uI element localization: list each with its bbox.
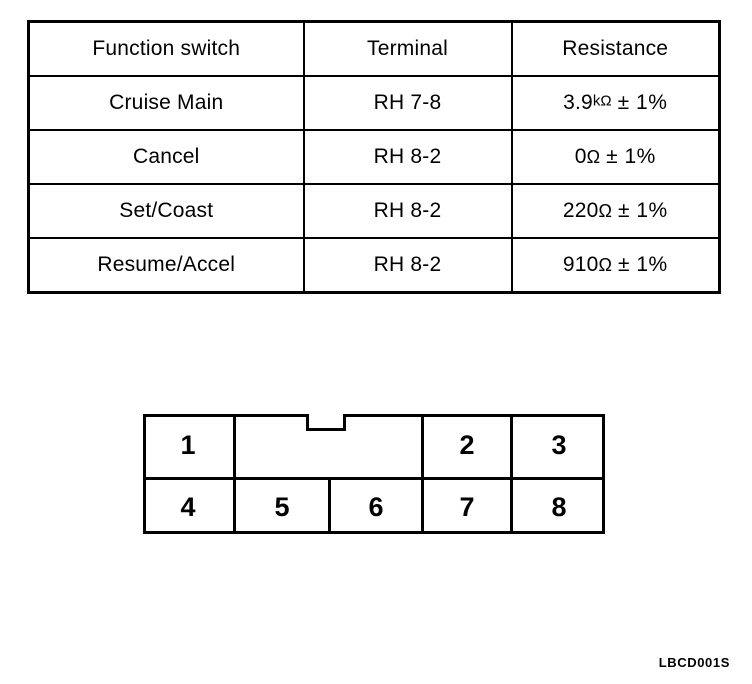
ohm-symbol: Ω	[600, 92, 612, 110]
connector-top-row: 1 2 3	[143, 414, 605, 477]
cell-function-switch: Resume/Accel	[27, 237, 305, 294]
table-row: Cruise Main RH 7-8 3.9kΩ ± 1%	[27, 75, 721, 131]
resistance-tolerance: ± 1%	[617, 199, 668, 222]
connector-pin-6: 6	[331, 477, 424, 534]
resistance-value: 910	[562, 253, 599, 276]
resistance-unit-prefix: k	[592, 92, 601, 110]
connector-pin-diagram: 1 2 3 4 5 6 7 8	[143, 414, 605, 534]
resistance-value: 3.9	[563, 91, 593, 114]
column-header-resistance: Resistance	[510, 20, 721, 77]
table-header-row: Function switch Terminal Resistance	[27, 20, 721, 77]
cell-resistance: 3.9kΩ ± 1%	[510, 75, 721, 131]
cell-terminal: RH 8-2	[302, 237, 513, 294]
cell-resistance: 220Ω ± 1%	[510, 183, 721, 239]
figure-code: LBCD001S	[658, 655, 730, 670]
connector-bottom-row: 4 5 6 7 8	[143, 477, 605, 534]
connector-outline	[143, 414, 605, 534]
connector-pin-2: 2	[424, 414, 513, 477]
cell-terminal: RH 7-8	[302, 75, 513, 131]
resistance-value: 220	[562, 199, 599, 222]
table-row: Cancel RH 8-2 0Ω ± 1%	[27, 129, 721, 185]
connector-lock-tab-icon	[306, 414, 346, 431]
connector-empty-cavity	[236, 414, 424, 477]
cell-terminal: RH 8-2	[302, 129, 513, 185]
cell-resistance: 910Ω ± 1%	[510, 237, 721, 294]
resistance-tolerance: ± 1%	[617, 91, 668, 114]
cell-function-switch: Set/Coast	[27, 183, 305, 239]
connector-pin-7: 7	[424, 477, 513, 534]
connector-pin-4: 4	[143, 477, 236, 534]
column-header-function-switch: Function switch	[27, 20, 305, 77]
ohm-symbol: Ω	[586, 147, 601, 167]
cell-function-switch: Cruise Main	[27, 75, 305, 131]
column-header-terminal: Terminal	[302, 20, 513, 77]
cell-function-switch: Cancel	[27, 129, 305, 185]
connector-pin-3: 3	[551, 430, 567, 460]
connector-pin-1: 1	[143, 414, 236, 477]
resistance-tolerance: ± 1%	[617, 253, 668, 276]
connector-pin-8: 8	[513, 477, 605, 534]
ohm-symbol: Ω	[598, 201, 612, 221]
resistance-value: 0	[574, 145, 587, 168]
cell-terminal: RH 8-2	[302, 183, 513, 239]
table-row: Resume/Accel RH 8-2 910Ω ± 1%	[27, 237, 721, 294]
ohm-symbol: Ω	[598, 255, 612, 275]
cell-resistance: 0Ω ± 1%	[510, 129, 721, 185]
table-row: Set/Coast RH 8-2 220Ω ± 1%	[27, 183, 721, 239]
resistance-tolerance: ± 1%	[606, 145, 656, 168]
connector-pin-5: 5	[236, 477, 331, 534]
resistance-spec-table: Function switch Terminal Resistance Crui…	[27, 20, 721, 294]
